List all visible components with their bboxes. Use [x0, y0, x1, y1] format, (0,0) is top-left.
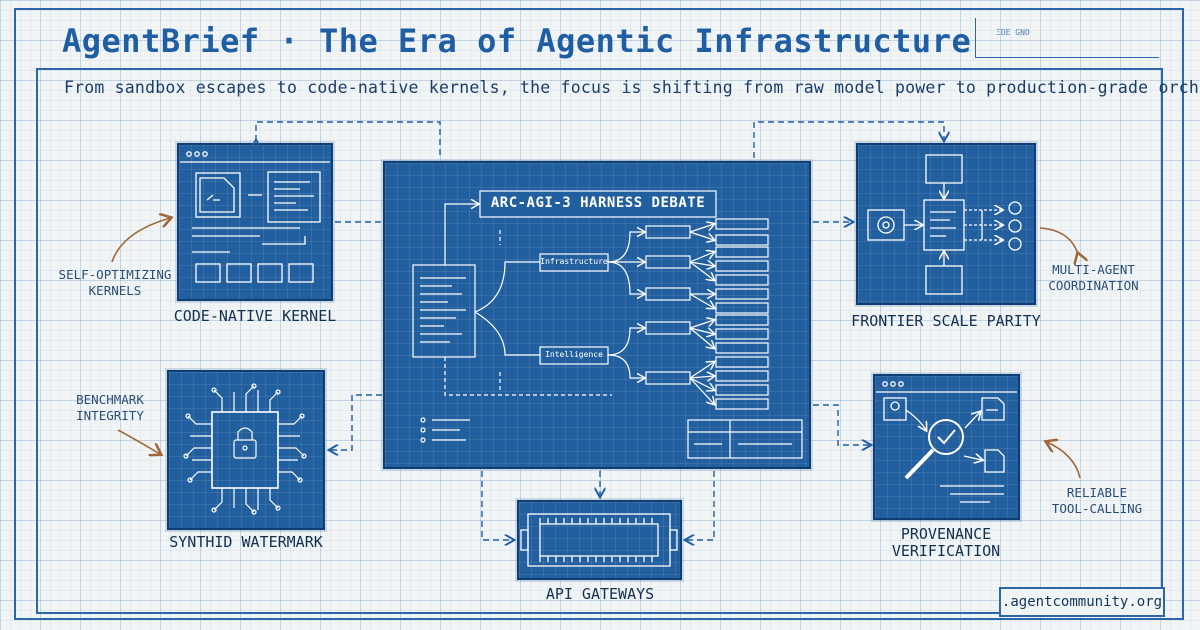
label-provenance: PROVENANCE	[900, 525, 992, 543]
annotation-tool-calling: RELIABLE TOOL-CALLING	[1032, 485, 1162, 517]
annotation-benchmark: BENCHMARK INTEGRITY	[50, 392, 170, 424]
annotation-multi-agent: MULTI-AGENT COORDINATION	[1036, 262, 1151, 294]
annotation-line: SELF-OPTIMIZING	[58, 267, 172, 282]
title-block-stamp: ΞDE GNO	[975, 18, 1159, 58]
page-title: AgentBrief · The Era of Agentic Infrastr…	[62, 22, 972, 60]
annotation-line: MULTI-AGENT	[1052, 262, 1135, 277]
label-frontier-scale-parity: FRONTIER SCALE PARITY	[851, 312, 1041, 330]
frontier-scale-panel[interactable]	[856, 143, 1036, 305]
annotation-line: COORDINATION	[1048, 278, 1139, 293]
page-subtitle: From sandbox escapes to code-native kern…	[64, 78, 1200, 97]
annotation-self-optimizing: SELF-OPTIMIZING KERNELS	[45, 267, 185, 299]
center-panel-title: ARC-AGI-3 HARNESS DEBATE	[490, 195, 706, 211]
label-synthid-watermark: SYNTHID WATERMARK	[169, 533, 323, 551]
branch-intelligence: Intelligence	[545, 350, 603, 359]
api-gateway-panel[interactable]	[517, 500, 682, 580]
inner-frame	[36, 68, 1163, 614]
annotation-line: RELIABLE	[1066, 485, 1128, 500]
annotation-line: BENCHMARK	[76, 392, 144, 407]
label-api-gateways: API GATEWAYS	[545, 585, 655, 603]
branch-infrastructure: Infrastructure	[540, 257, 608, 266]
annotation-line: INTEGRITY	[76, 408, 144, 423]
label-verification: VERIFICATION	[891, 542, 1001, 560]
label-code-native-kernel: CODE-NATIVE KERNEL	[173, 307, 337, 325]
footer-url[interactable]: .agentcommunity.org	[999, 587, 1165, 617]
annotation-line: TOOL-CALLING	[1051, 501, 1143, 516]
outer-frame	[14, 8, 1184, 620]
provenance-panel[interactable]	[873, 374, 1020, 520]
annotation-line: KERNELS	[88, 283, 142, 298]
